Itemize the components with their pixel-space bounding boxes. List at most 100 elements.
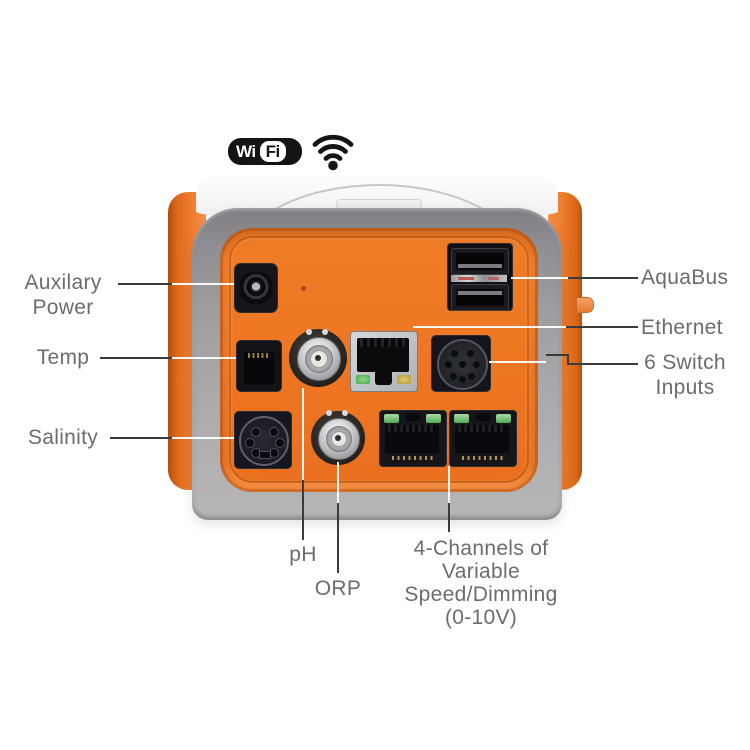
bnc-bayonet-lug	[322, 329, 328, 335]
dimming-rj45-port-1	[379, 410, 447, 467]
label-line: 6 Switch	[644, 351, 726, 374]
din-pin-hole	[245, 438, 255, 448]
mounting-tab	[576, 297, 594, 313]
label-temp: Temp	[36, 346, 90, 369]
din-recess	[239, 416, 289, 466]
bnc-bayonet-lug	[342, 410, 348, 416]
din-pin-hole	[467, 349, 474, 357]
label-ethernet: Ethernet	[641, 316, 723, 339]
label-line: 4-Channels of	[413, 537, 549, 560]
callout-line-temp	[172, 357, 236, 359]
label-line: Inputs	[655, 376, 715, 399]
rj45-green-tab	[496, 414, 511, 423]
bnc-bayonet-lug	[306, 329, 312, 335]
wifi-signal-icon	[312, 134, 354, 171]
dimming-rj45-port-2	[449, 410, 517, 467]
wifi-logo-wi-text: Wi	[236, 141, 256, 161]
callout-line-salinity	[110, 437, 172, 439]
rj45-opening	[455, 425, 509, 453]
ph-bnc-connector	[289, 329, 347, 387]
label-ph: pH	[289, 543, 317, 566]
ethernet-green-led	[356, 375, 370, 384]
temp-rj11-port	[236, 340, 282, 392]
callout-line-channels	[448, 503, 450, 532]
callout-line-channels	[448, 466, 450, 503]
ethernet-amber-led	[397, 375, 411, 384]
label-switch-inputs: 6 Switch Inputs	[620, 350, 750, 400]
rj45-contacts	[388, 425, 436, 432]
label-line: Power	[32, 296, 94, 319]
callout-line-salinity	[172, 437, 234, 439]
salinity-din-port	[234, 411, 292, 469]
band-red-mark	[488, 277, 499, 280]
wifi-logo-fi-text: Fi	[259, 141, 286, 162]
callout-line-switch-inputs	[567, 354, 569, 365]
rj11-opening	[244, 352, 274, 385]
auxiliary-power-jack	[234, 263, 278, 313]
ethernet-opening	[357, 338, 409, 372]
aquabus-usb-ports	[447, 243, 513, 311]
din-pin-hole	[269, 427, 279, 437]
din-pin-hole	[251, 427, 261, 437]
din-pin-hole	[468, 372, 475, 380]
callout-line-orp	[337, 503, 339, 573]
din-key-slot	[259, 451, 271, 459]
bnc-center-pin	[315, 355, 321, 361]
rj45-green-tab	[426, 414, 441, 423]
faceplate-inner-lip	[229, 236, 529, 483]
label-line: (0-10V)	[444, 606, 518, 629]
wifi-logo: Wi Fi	[228, 138, 302, 165]
callout-line-ph	[302, 388, 304, 480]
callout-line-switch-inputs	[546, 354, 569, 356]
label-line: Auxilary	[24, 271, 102, 294]
usb-metal-band	[451, 275, 507, 282]
din-recess	[437, 339, 488, 390]
device-faceplate	[220, 228, 538, 492]
callout-line-auxilary-power	[118, 283, 172, 285]
rj45-center-tab	[476, 413, 490, 421]
label-channels: 4-Channels of Variable Speed/Dimming (0-…	[381, 537, 581, 629]
status-led	[301, 286, 306, 291]
usb-tongue	[458, 264, 502, 268]
orp-bnc-connector	[311, 410, 365, 465]
din-pin-hole	[473, 360, 480, 368]
callout-line-ethernet	[413, 326, 566, 328]
usb-port-top	[451, 248, 509, 275]
callout-line-orp	[337, 462, 339, 503]
rj45-pin-dots	[462, 456, 504, 460]
label-auxilary-power: Auxilary Power	[10, 270, 116, 320]
bnc-bayonet-lug	[326, 410, 332, 416]
callout-line-aquabus	[568, 277, 638, 279]
callout-line-switch-inputs	[489, 361, 546, 363]
band-red-mark	[458, 277, 474, 280]
din-pin-hole	[451, 349, 458, 357]
rj45-opening	[385, 425, 439, 453]
callout-line-temp	[100, 357, 172, 359]
barrel-jack-opening	[239, 271, 273, 305]
rj45-pin-dots	[392, 456, 434, 460]
ethernet-port	[350, 331, 418, 392]
din-pin-hole	[459, 375, 466, 383]
callout-line-ph	[302, 480, 304, 540]
label-salinity: Salinity	[27, 426, 99, 449]
rj11-pins	[248, 353, 270, 358]
bnc-center-pin	[335, 435, 341, 441]
label-line: Variable	[442, 560, 520, 583]
label-orp: ORP	[314, 577, 362, 600]
switch-inputs-din-port	[431, 335, 491, 392]
usb-tongue	[458, 291, 502, 295]
label-line: Speed/Dimming	[404, 583, 558, 606]
din-pin-hole	[459, 360, 466, 368]
rj45-green-tab	[384, 414, 399, 423]
rj45-green-tab	[454, 414, 469, 423]
ethernet-latch-slot	[375, 372, 392, 385]
din-pin-hole	[450, 372, 457, 380]
rj45-center-tab	[406, 413, 420, 421]
usb-slot	[456, 289, 504, 306]
callout-line-ethernet	[566, 326, 638, 328]
callout-line-switch-inputs	[567, 363, 638, 365]
callout-line-aquabus	[511, 277, 568, 279]
rj45-contacts	[458, 425, 506, 432]
din-pin-hole	[445, 360, 452, 368]
usb-port-bottom	[451, 284, 509, 311]
